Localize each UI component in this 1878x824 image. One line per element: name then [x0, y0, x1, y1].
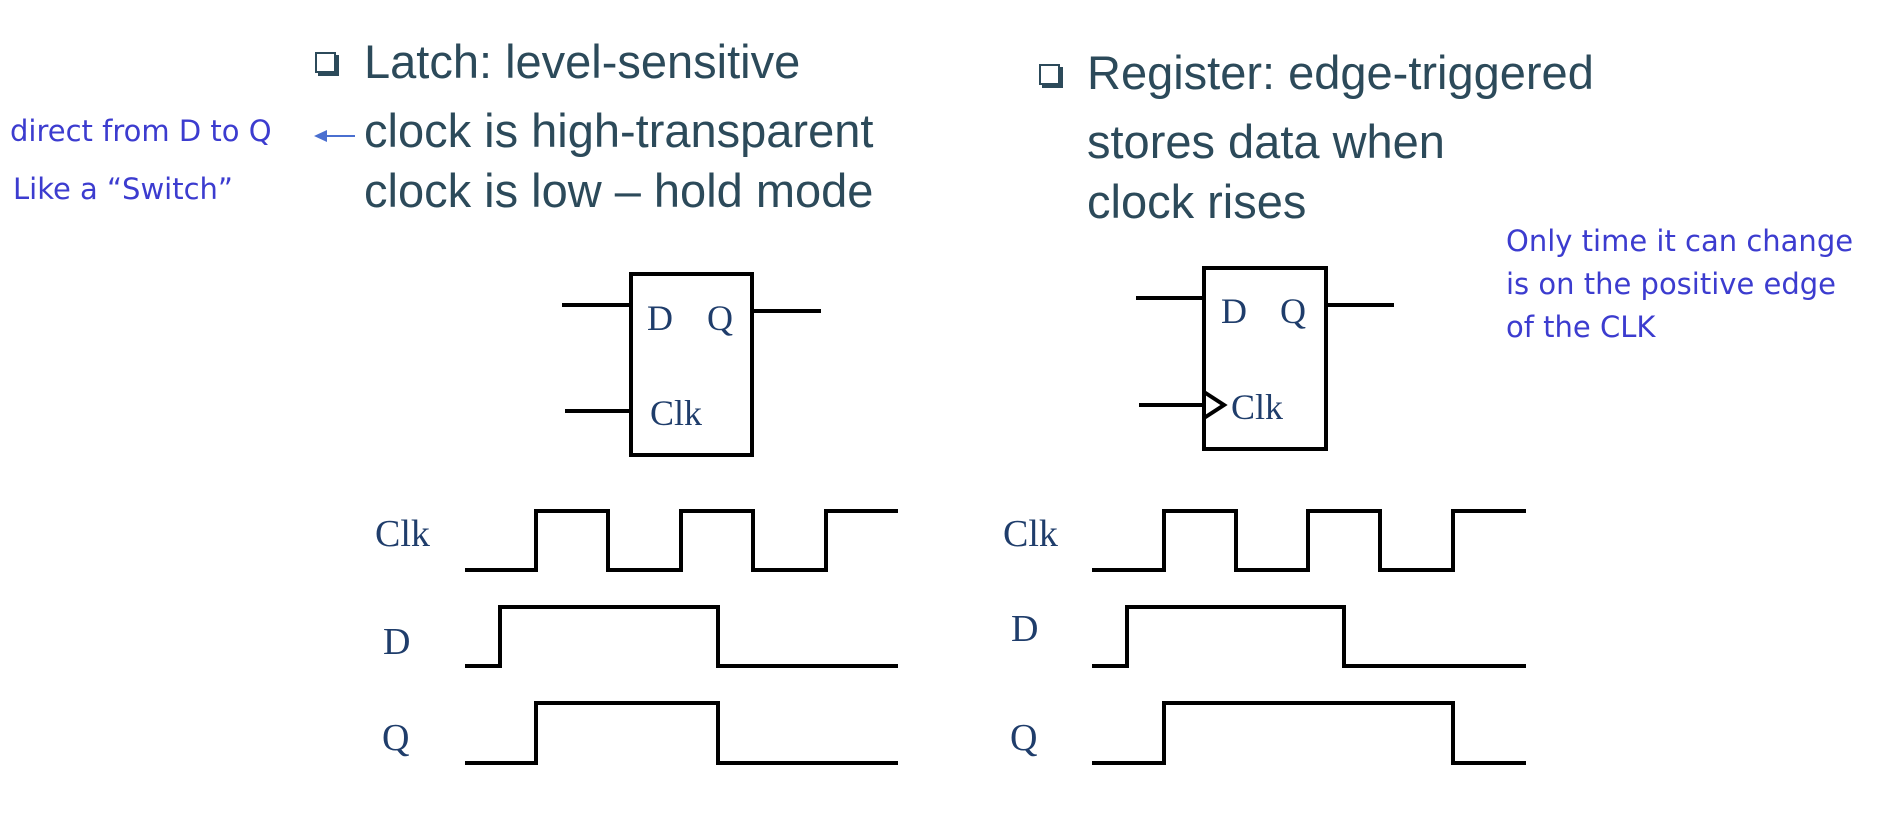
register-wave-clk-label: Clk — [1003, 513, 1058, 555]
latch-q-waveform — [465, 701, 898, 765]
register-block-d-label: D — [1221, 291, 1247, 331]
latch-line-1: clock is high-transparent — [364, 104, 874, 157]
latch-block-clk-label: Clk — [650, 393, 702, 433]
latch-block-d-label: D — [647, 298, 673, 338]
register-block-q-label: Q — [1280, 291, 1306, 331]
register-note-line-2: is on the positive edge — [1506, 267, 1837, 301]
register-clk-waveform — [1092, 509, 1526, 572]
latch-wave-q-label: Q — [382, 717, 409, 759]
latch-wave-clk-label: Clk — [375, 513, 430, 555]
latch-block-q-label: Q — [707, 298, 733, 338]
register-wave-d-label: D — [1011, 608, 1038, 650]
latch-heading: Latch: level-sensitive — [364, 35, 801, 88]
latch-block — [562, 272, 821, 457]
register-block-clk-label: Clk — [1231, 387, 1283, 427]
register-line-1: stores data when — [1087, 115, 1445, 168]
latch-note-line-2: Like a “Switch” — [13, 172, 233, 206]
register-q-waveform — [1092, 701, 1526, 765]
register-note-line-1: Only time it can change — [1506, 224, 1854, 258]
latch-bullet-icon — [315, 52, 336, 73]
latch-wave-d-label: D — [383, 621, 410, 663]
left-arrow-icon — [314, 130, 355, 142]
latch-line-2: clock is low – hold mode — [364, 164, 874, 217]
register-d-waveform — [1092, 605, 1526, 668]
clock-edge-triangle-icon — [1202, 390, 1228, 420]
register-note: Only time it can change is on the positi… — [1506, 220, 1853, 349]
register-bullet-icon — [1039, 64, 1060, 85]
latch-note-line-1: direct from D to Q — [10, 114, 272, 148]
latch-clk-waveform — [465, 509, 898, 572]
register-line-2: clock rises — [1087, 175, 1307, 228]
register-block — [1136, 266, 1394, 451]
register-wave-q-label: Q — [1010, 717, 1037, 759]
register-note-line-3: of the CLK — [1506, 310, 1656, 344]
register-heading: Register: edge-triggered — [1087, 46, 1594, 99]
latch-d-waveform — [465, 605, 898, 668]
